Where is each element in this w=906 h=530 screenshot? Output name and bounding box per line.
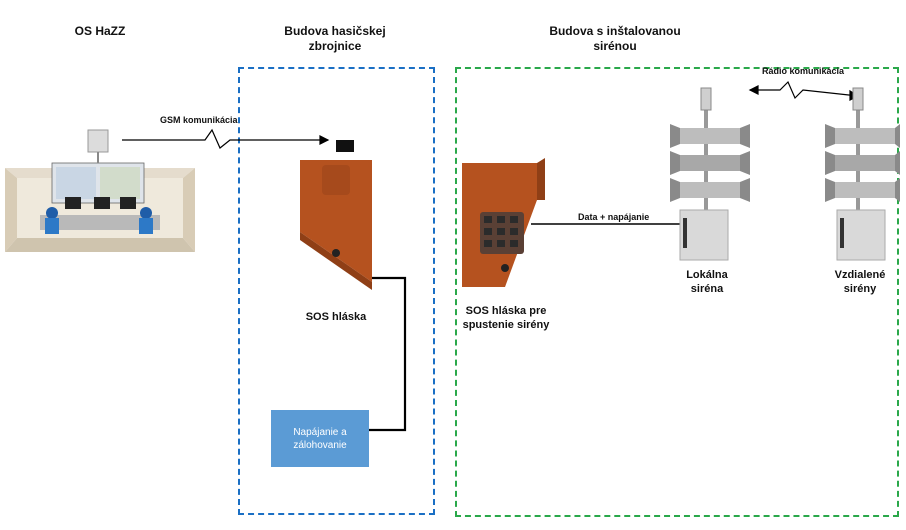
power-backup-box: Napájanie a zálohovanie xyxy=(271,410,369,467)
sos-intercom-icon xyxy=(300,140,372,290)
remote-siren-icon xyxy=(825,87,900,261)
zone-title-siren-building: Budova s inštalovanou sirénou xyxy=(549,24,681,53)
gsm-link-label: GSM komunikácia xyxy=(160,115,238,125)
gsm-link-line xyxy=(122,128,330,149)
fire-station-zone xyxy=(238,67,435,515)
remote-sirens-label: Vzdialené sirény xyxy=(834,269,886,295)
local-siren-label: Lokálna siréna xyxy=(686,269,728,295)
zone-title-fire-station: Budova hasičskej zbrojnice xyxy=(284,24,386,53)
sos-intercom-label: SOS hláska xyxy=(305,311,367,323)
siren-icon xyxy=(670,87,750,261)
power-backup-label-2: zálohovanie xyxy=(293,439,347,451)
siren-building-zone xyxy=(455,67,899,517)
radio-link-line xyxy=(748,80,860,101)
data-power-label: Data + napájanie xyxy=(578,212,650,222)
zone-title-os-hazz: OS HaZZ xyxy=(74,24,126,38)
fire-station-cable xyxy=(369,276,407,432)
sos-intercom-siren-label: SOS hláska pre spustenie sirény xyxy=(462,305,550,331)
control-room-icon xyxy=(5,129,195,252)
sos-intercom-siren-icon xyxy=(462,158,545,287)
power-backup-label-1: Napájanie a xyxy=(293,426,347,438)
radio-link-label: Rádio komunikácia xyxy=(762,66,845,76)
